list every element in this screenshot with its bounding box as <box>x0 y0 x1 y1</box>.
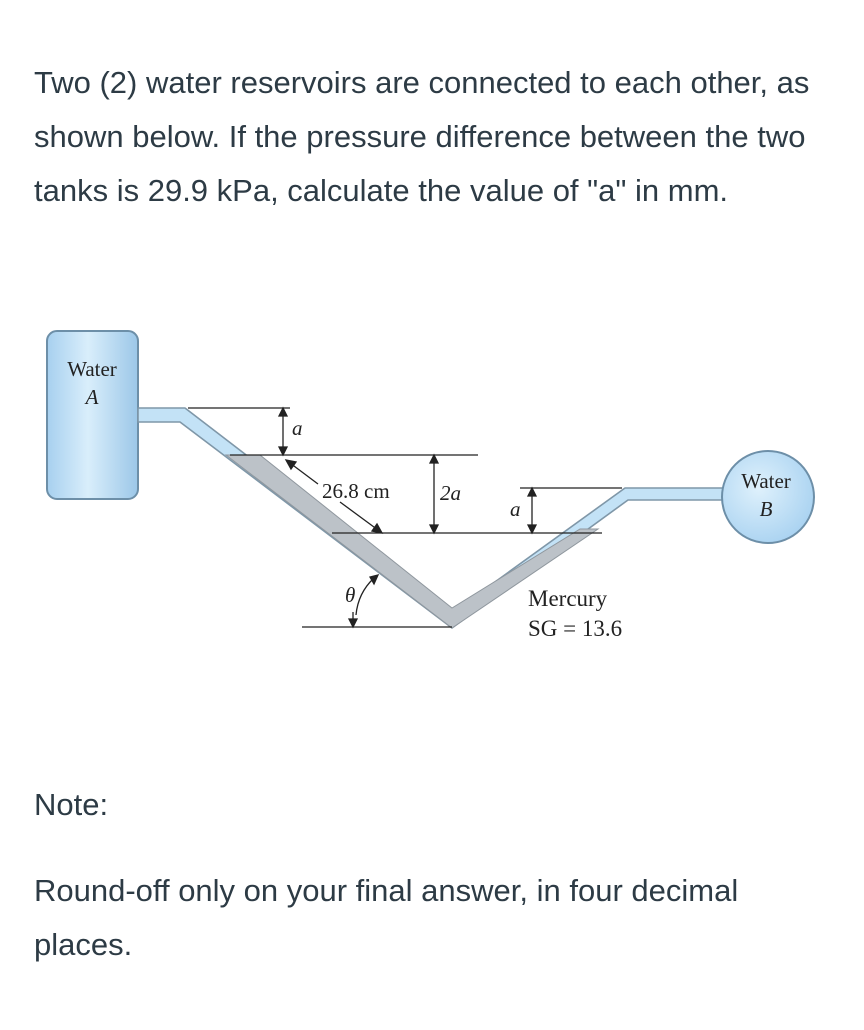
reference-lines <box>188 407 622 628</box>
dim-label-2a: 2a <box>440 481 461 505</box>
dim-label-a-top: a <box>292 416 303 440</box>
instruction-text: Round-off only on your final answer, in … <box>34 873 739 962</box>
angle-label-theta: θ <box>345 583 355 607</box>
dimension-arrows <box>277 406 538 629</box>
note-label: Note: <box>34 787 109 822</box>
fluid-name-label: Mercury <box>528 586 608 611</box>
fluid-sg-label: SG = 13.6 <box>528 616 622 641</box>
dim-label-length: 26.8 cm <box>322 479 390 503</box>
problem-statement: Two (2) water reservoirs are connected t… <box>34 65 810 208</box>
manometer-diagram: Water A Water B <box>46 330 815 641</box>
tank-b <box>721 450 815 544</box>
tank-b-sublabel: B <box>760 497 773 521</box>
tank-a-label: Water <box>67 357 117 381</box>
tank-a-sublabel: A <box>84 385 99 409</box>
dim-label-a-right: a <box>510 497 521 521</box>
tank-b-label: Water <box>741 469 791 493</box>
